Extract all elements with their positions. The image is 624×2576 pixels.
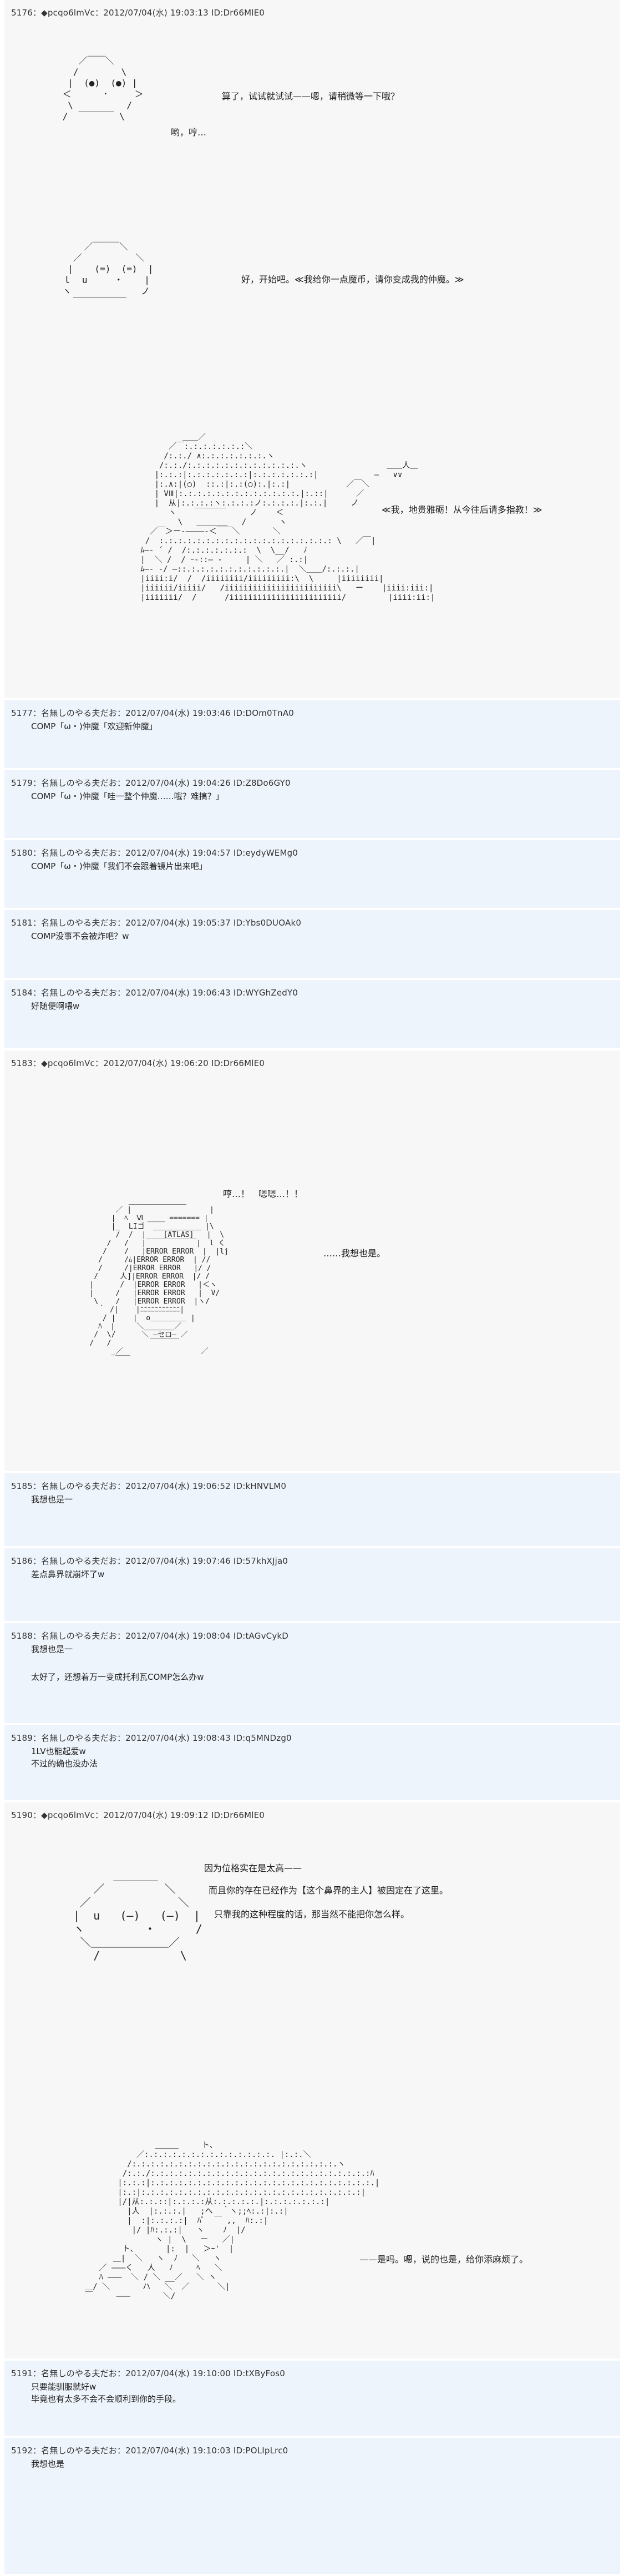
post-body-line: 不过的确也没办法 [31, 1759, 98, 1769]
post-body-line: 只要能驯服就好w [31, 2382, 97, 2392]
dialogue-line: 只靠我的这种程度的话，那当然不能把你怎么样。 [214, 1909, 410, 1920]
post-header: 5183：◆pcqo6lmVc：2012/07/04(水) 19:06:20 I… [11, 1058, 265, 1068]
dialogue-line: 而且你的存在已经作为【这个鼻界的主人】被固定在了这里。 [209, 1885, 449, 1896]
post-header: 5191：名無しのやる夫だお：2012/07/04(水) 19:10:00 ID… [11, 2368, 286, 2378]
aa-character-art: ＿＿＿＿ ／ ＼ ／ ＼ | u (―) (―) | ヽ ・ / ＼＿＿＿＿＿＿… [73, 1869, 202, 1962]
post-5183: 5183：◆pcqo6lmVc：2012/07/04(水) 19:06:20 I… [4, 1050, 620, 1471]
post-header: 5184：名無しのやる夫だお：2012/07/04(水) 19:06:43 ID… [11, 988, 298, 998]
post-5179: 5179：名無しのやる夫だお：2012/07/04(水) 19:04:26 ID… [4, 770, 620, 838]
post-body-line: COMP「ω・)仲魔「哇一整个仲魔……哦？难搞？」 [31, 791, 224, 801]
aa-character-art: ＿＿／ ／￣:.:.:.:.:.:.:＼ /:.:./ ∧:.:.:.:.:.:… [140, 433, 435, 602]
dialogue-line: ——是吗。嗯，说的也是，给你添麻烦了。 [359, 2254, 529, 2265]
post-body-line: 太好了，还想着万一变成托利瓦COMP怎么办w [31, 1672, 204, 1682]
post-body-line: 我想也是一 [31, 1644, 73, 1654]
dialogue-line: 哟，哼… [171, 127, 207, 138]
post-header: 5190：◆pcqo6lmVc：2012/07/04(水) 19:09:12 I… [11, 1810, 265, 1820]
aa-character-art: ＿＿＿ ト、 ／:.:.:.:.:.:.:.:.:.:.:.:.:.:. |:.… [85, 2141, 380, 2301]
post-5192: 5192：名無しのやる夫だお：2012/07/04(水) 19:10:03 ID… [4, 2438, 620, 2574]
post-header: 5188：名無しのやる夫だお：2012/07/04(水) 19:08:04 ID… [11, 1631, 289, 1641]
dialogue-line: ≪我，地贵雅砺！从今往后请多指教！≫ [382, 504, 542, 515]
post-body-line: 毕竟也有太多不会不会顺利到你的手段。 [31, 2394, 181, 2404]
post-body-line: COMP「ω・)仲魔「我们不会跟着镜片出来吧」 [31, 861, 207, 871]
post-header: 5181：名無しのやる夫だお：2012/07/04(水) 19:05:37 ID… [11, 918, 302, 928]
post-body-line: COMP没事不会被炸吧？w [31, 931, 129, 941]
dialogue-line: 哼…！ 嗯嗯…！！ [223, 1189, 303, 1199]
dialogue-line: 因为位格实在是太高—— [204, 1863, 302, 1873]
post-header: 5192：名無しのやる夫だお：2012/07/04(水) 19:10:03 ID… [11, 2446, 288, 2456]
aa-computer-art: ＿＿＿＿＿＿＿＿ ／ | | | ﾍ Ⅵ ____ ======= | |_ L… [89, 1198, 229, 1364]
post-body-line: 1LV也能起爱w [31, 1746, 86, 1756]
post-5177: 5177：名無しのやる夫だお：2012/07/04(水) 19:03:46 ID… [4, 700, 620, 768]
post-5186: 5186：名無しのやる夫だお：2012/07/04(水) 19:07:46 ID… [4, 1548, 620, 1621]
post-body-line: 差点鼻界就崩坏了w [31, 1569, 105, 1579]
dialogue-line: 算了，试试就试试——嗯，请稍微等一下哦？ [222, 91, 400, 102]
post-header: 5180：名無しのやる夫だお：2012/07/04(水) 19:04:57 ID… [11, 848, 298, 858]
post-body-line: 我想也是一 [31, 1494, 73, 1504]
post-header: 5179：名無しのやる夫だお：2012/07/04(水) 19:04:26 ID… [11, 778, 291, 788]
post-5191: 5191：名無しのやる夫だお：2012/07/04(水) 19:10:00 ID… [4, 2361, 620, 2436]
post-header: 5186：名無しのやる夫だお：2012/07/04(水) 19:07:46 ID… [11, 1556, 288, 1566]
aa-character-art: ／￣￣＼ / \ | (●) (●) | ＜ ･ ＞ \ / / ￣￣￣￣ \ [62, 55, 144, 122]
post-body-line: 我想也是 [31, 2459, 65, 2469]
post-header: 5177：名無しのやる夫だお：2012/07/04(水) 19:03:46 ID… [11, 708, 295, 718]
post-header: 5189：名無しのやる夫だお：2012/07/04(水) 19:08:43 ID… [11, 1733, 292, 1743]
post-body-line: 好随便啊喂w [31, 1001, 80, 1011]
post-header: 5185：名無しのやる夫だお：2012/07/04(水) 19:06:52 ID… [11, 1481, 287, 1491]
post-5189: 5189：名無しのやる夫だお：2012/07/04(水) 19:08:43 ID… [4, 1725, 620, 1800]
post-5184: 5184：名無しのやる夫だお：2012/07/04(水) 19:06:43 ID… [4, 980, 620, 1048]
post-5188: 5188：名無しのやる夫だお：2012/07/04(水) 19:08:04 ID… [4, 1623, 620, 1723]
post-body-line: COMP「ω・)仲魔「欢迎新仲魔」 [31, 721, 158, 731]
aa-character-art: ／￣￣￣＼ ／ ＼ | (=) (=) | ｌ u ・ | ヽ ノ ￣￣￣￣￣￣ [62, 241, 154, 307]
post-5180: 5180：名無しのやる夫だお：2012/07/04(水) 19:04:57 ID… [4, 840, 620, 908]
dialogue-line: ……我想也是。 [323, 1248, 386, 1259]
post-header: 5176：◆pcqo6lmVc：2012/07/04(水) 19:03:13 I… [11, 8, 265, 18]
post-5190: 5190：◆pcqo6lmVc：2012/07/04(水) 19:09:12 I… [4, 1802, 620, 2358]
post-5181: 5181：名無しのやる夫だお：2012/07/04(水) 19:05:37 ID… [4, 910, 620, 978]
dialogue-line: 好，开始吧。≪我给你一点魔币，请你变成我的仲魔。≫ [241, 274, 464, 285]
post-5176: 5176：◆pcqo6lmVc：2012/07/04(水) 19:03:13 I… [4, 0, 620, 698]
post-5185: 5185：名無しのやる夫だお：2012/07/04(水) 19:06:52 ID… [4, 1473, 620, 1546]
